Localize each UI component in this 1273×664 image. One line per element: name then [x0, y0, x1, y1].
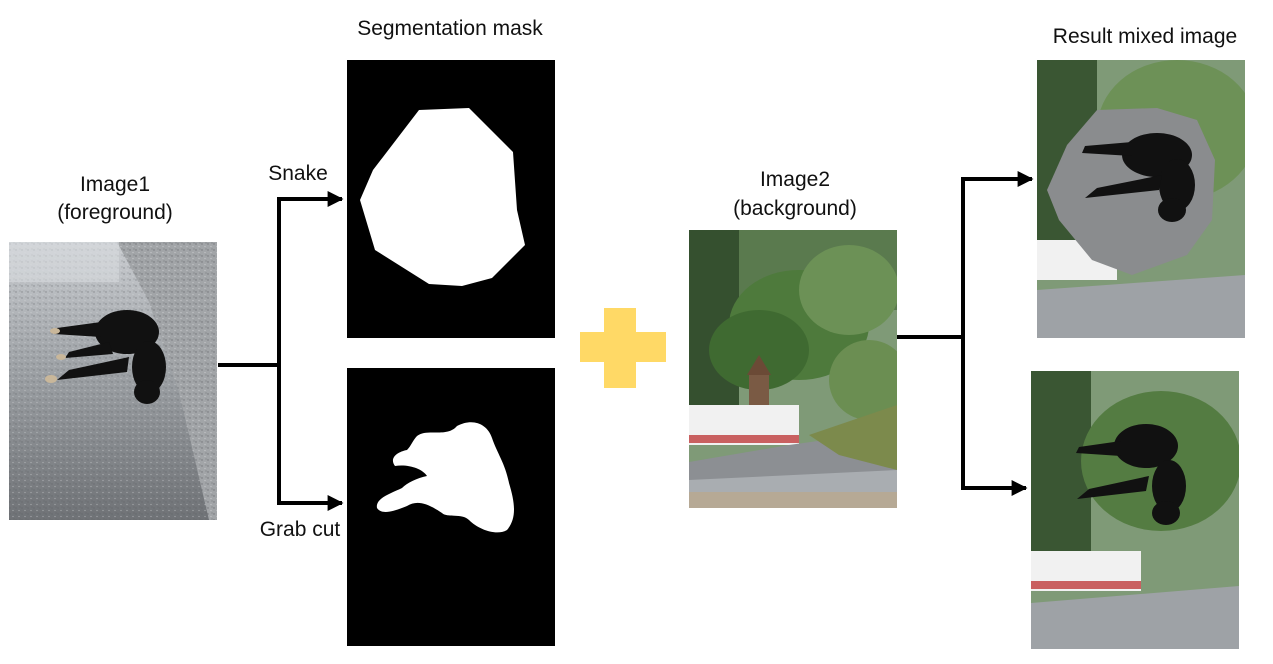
result-image-grabcut: [1031, 371, 1239, 649]
grab-cut-label: Grab cut: [259, 518, 341, 541]
image2-background-photo: [689, 230, 897, 508]
result-image-snake: [1037, 60, 1245, 338]
snake-label: Snake: [268, 162, 328, 185]
segmentation-mask-title: Segmentation mask: [357, 17, 543, 40]
grabcut-segmentation-mask: [347, 368, 555, 646]
image1-title: Image1: [79, 173, 151, 196]
grabcut-mask-region: [376, 422, 514, 533]
snake-segmentation-mask: [347, 60, 555, 338]
snake-mask-region: [360, 108, 525, 286]
image2-subtitle: (background): [733, 197, 857, 220]
image1-foreground-photo: [9, 242, 217, 520]
image1-subtitle: (foreground): [57, 201, 173, 224]
image2-title: Image2: [759, 168, 831, 191]
plus-icon: [580, 308, 666, 388]
result-mixed-image-title: Result mixed image: [1052, 25, 1238, 48]
